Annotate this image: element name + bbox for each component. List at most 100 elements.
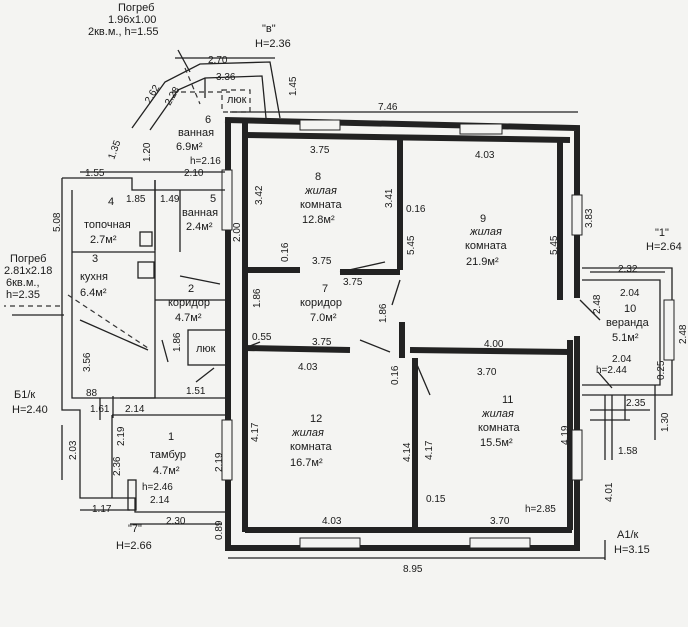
dim-5-45-b: 5.45 — [549, 235, 560, 255]
svg-text:Погреб: Погреб — [10, 253, 46, 265]
dim-3-70-mid: 3.70 — [477, 367, 497, 378]
dim-2-04-a: 2.04 — [620, 288, 640, 299]
dim-2-48-b: 2.48 — [678, 324, 688, 344]
dim-2-28: 2.28 — [163, 85, 182, 108]
b1-height: H=2.40 — [12, 404, 48, 416]
svg-text:ванная: ванная — [178, 127, 214, 139]
svg-text:5: 5 — [210, 193, 216, 205]
b1-label: Б1/к — [14, 389, 35, 401]
room-2: 2 коридор 4.7м² — [168, 283, 210, 324]
room-7: 7 коридор 7.0м² — [300, 283, 342, 324]
dim-3-36: 3.36 — [216, 72, 236, 83]
svg-text:8: 8 — [315, 171, 321, 183]
svg-text:h=2.35: h=2.35 — [6, 289, 40, 301]
height-tambur: h=2.46 — [142, 482, 173, 493]
dim-1-86-c: 1.86 — [172, 332, 183, 352]
dim-3-41: 3.41 — [384, 188, 395, 208]
dim-2-36: 2.36 — [112, 456, 123, 476]
cellar-leader-line — [79, 319, 149, 351]
svg-text:3: 3 — [92, 253, 98, 265]
svg-text:2.7м²: 2.7м² — [90, 234, 117, 246]
lit-7-height: H=2.66 — [116, 540, 152, 552]
dim-3-83: 3.83 — [584, 208, 595, 228]
svg-text:комната: комната — [478, 422, 520, 434]
dim-4-00: 4.00 — [484, 339, 504, 350]
svg-text:2.4м²: 2.4м² — [186, 221, 213, 233]
svg-text:жилая: жилая — [481, 408, 514, 420]
svg-text:жилая: жилая — [304, 185, 337, 197]
cellar-top-label: Погреб 1.96x1.00 2кв.м., h=1.55 — [88, 2, 159, 38]
dim-3-75-mid-b: 3.75 — [343, 277, 363, 288]
dim-88: 88 — [86, 388, 98, 399]
dim-1-49: 1.49 — [160, 194, 180, 205]
dim-0-25: 0.25 — [656, 360, 667, 380]
dim-0-16-c: 0.16 — [390, 365, 401, 385]
svg-text:4: 4 — [108, 196, 114, 208]
dim-4-17-left: 4.17 — [250, 422, 261, 442]
svg-text:коридор: коридор — [300, 297, 342, 309]
lit-1-height: H=2.64 — [646, 241, 682, 253]
dim-2-00: 2.00 — [232, 222, 243, 242]
svg-text:4.7м²: 4.7м² — [153, 465, 180, 477]
dim-1-85: 1.85 — [126, 194, 146, 205]
dim-3-75-mid-a: 3.75 — [312, 256, 332, 267]
dim-2-03: 2.03 — [68, 440, 79, 460]
main-walls — [224, 117, 580, 551]
dim-4-03-mid: 4.03 — [298, 362, 318, 373]
svg-text:1.96x1.00: 1.96x1.00 — [108, 14, 156, 26]
room-3: 3 кухня 6.4м² — [80, 253, 108, 299]
dim-3-42: 3.42 — [254, 185, 265, 205]
dim-2-70: 2.70 — [208, 55, 228, 66]
svg-text:топочная: топочная — [84, 219, 131, 231]
height-veranda: h=2.44 — [596, 365, 627, 376]
svg-text:7: 7 — [322, 283, 328, 295]
dim-5-45-a: 5.45 — [406, 235, 417, 255]
lit-b-label: "в" — [262, 23, 276, 35]
hatch-label-top: люк — [227, 94, 247, 106]
dim-0-89: 0.89 — [214, 520, 225, 540]
dim-1-58: 1.58 — [618, 446, 638, 457]
svg-text:ванная: ванная — [182, 207, 218, 219]
dim-4-19: 4.19 — [560, 425, 571, 445]
svg-text:2кв.м., h=1.55: 2кв.м., h=1.55 — [88, 26, 159, 38]
dim-2-10: 2.10 — [184, 168, 204, 179]
dim-3-70-bottom: 3.70 — [490, 516, 510, 527]
dim-1-61: 1.61 — [90, 404, 110, 415]
room-11: 11 жилая комната 15.5м² — [478, 394, 520, 449]
dim-2-48-a: 2.48 — [592, 294, 603, 314]
a1-height: H=3.15 — [614, 544, 650, 556]
dim-1-51: 1.51 — [186, 386, 206, 397]
dim-2-62: 2.62 — [143, 83, 162, 106]
room-9: 9 жилая комната 21.9м² — [465, 213, 507, 268]
dim-1-35: 1.35 — [106, 139, 123, 161]
svg-text:11: 11 — [502, 394, 513, 406]
svg-text:жилая: жилая — [291, 427, 324, 439]
height-room-11: h=2.85 — [525, 504, 556, 515]
svg-text:кухня: кухня — [80, 271, 108, 283]
dim-1-30: 1.30 — [660, 412, 671, 432]
svg-text:веранда: веранда — [606, 317, 650, 329]
windows — [221, 119, 583, 549]
dim-2-19-a: 2.19 — [116, 426, 127, 446]
svg-text:16.7м²: 16.7м² — [290, 457, 323, 469]
doors — [244, 261, 601, 396]
svg-text:6: 6 — [205, 114, 211, 126]
svg-text:Погреб: Погреб — [118, 2, 154, 14]
dim-1-45: 1.45 — [288, 76, 299, 96]
dim-5-08: 5.08 — [52, 212, 63, 232]
svg-text:4.7м²: 4.7м² — [175, 312, 202, 324]
dim-2-32: 2.32 — [618, 264, 638, 275]
lit-7-label: "7" — [128, 523, 142, 535]
hatch-label: люк — [196, 343, 216, 355]
svg-text:комната: комната — [290, 441, 332, 453]
cellar-left-label: Погреб 2.81x2.18 6кв.м., h=2.35 — [4, 253, 52, 301]
room-8: 8 жилая комната 12.8м² — [300, 171, 342, 226]
dim-3-56: 3.56 — [82, 352, 93, 372]
svg-text:2: 2 — [188, 283, 194, 295]
dim-1-17: 1.17 — [92, 504, 112, 515]
annex-walls — [61, 177, 228, 513]
dim-2-19-b: 2.19 — [214, 452, 225, 472]
cellar-outline — [67, 294, 149, 349]
svg-text:жилая: жилая — [469, 226, 502, 238]
